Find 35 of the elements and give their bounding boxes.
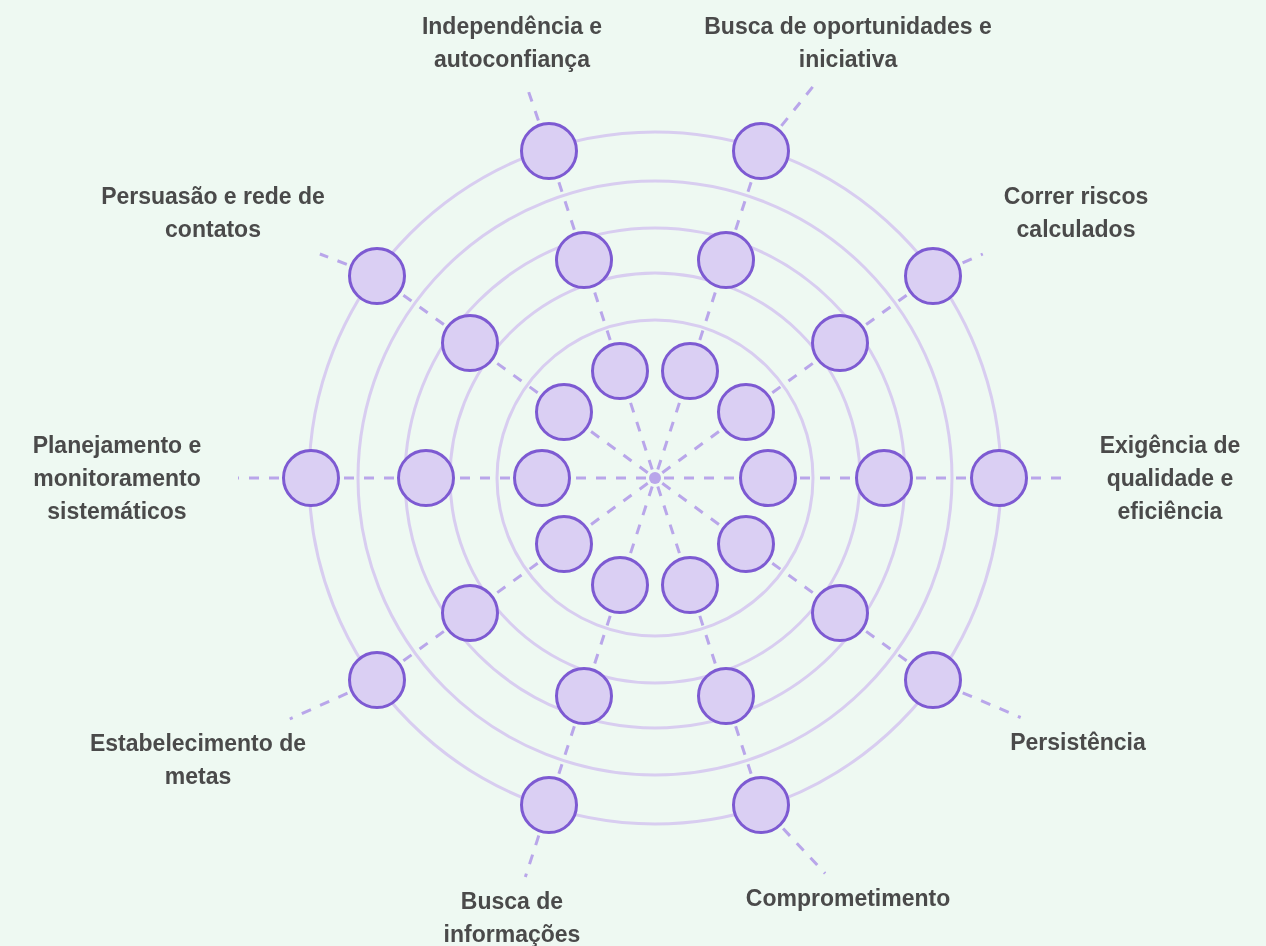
dashed-connector bbox=[782, 827, 827, 875]
dashed-connector bbox=[916, 476, 967, 480]
dashed-connector bbox=[238, 476, 279, 480]
dashed-connector bbox=[800, 476, 852, 480]
competency-label: Estabelecimento de metas bbox=[89, 729, 307, 791]
dashed-connector bbox=[343, 476, 394, 480]
dashed-connector bbox=[962, 691, 1022, 719]
dashed-connector bbox=[698, 615, 718, 666]
dashed-connector bbox=[557, 725, 576, 776]
dashed-connector bbox=[698, 290, 718, 341]
competency-label: Busca de informações bbox=[442, 887, 582, 946]
dashed-connector bbox=[523, 835, 541, 878]
competency-label: Persuasão e rede de contatos bbox=[100, 182, 326, 244]
dashed-connector bbox=[664, 476, 736, 480]
dashed-connector bbox=[628, 486, 654, 556]
dashed-connector bbox=[557, 180, 576, 231]
dashed-connector bbox=[734, 725, 753, 776]
dashed-connector bbox=[458, 476, 510, 480]
dashed-connector bbox=[628, 400, 654, 470]
competency-label: Persistência bbox=[1010, 727, 1146, 757]
competency-label: Exigência de qualidade e eficiência bbox=[1098, 430, 1242, 526]
dashed-connector bbox=[319, 252, 348, 266]
competency-label: Independência e autoconfiança bbox=[420, 12, 604, 74]
dashed-connector bbox=[289, 691, 349, 721]
competency-label: Planejamento e monitoramento sistemáticos bbox=[31, 430, 203, 526]
dashed-connector bbox=[962, 252, 984, 265]
dashed-connector bbox=[656, 486, 682, 556]
dashed-connector bbox=[592, 290, 612, 341]
competency-label: Correr riscos calculados bbox=[1002, 182, 1150, 244]
dashed-connector bbox=[574, 476, 646, 480]
competency-label: Busca de oportunidades e iniciativa bbox=[703, 12, 993, 74]
competency-label: Comprometimento bbox=[745, 883, 951, 913]
dashed-connector bbox=[656, 400, 682, 470]
dashed-connector bbox=[734, 180, 753, 231]
dashed-connector bbox=[592, 615, 612, 666]
